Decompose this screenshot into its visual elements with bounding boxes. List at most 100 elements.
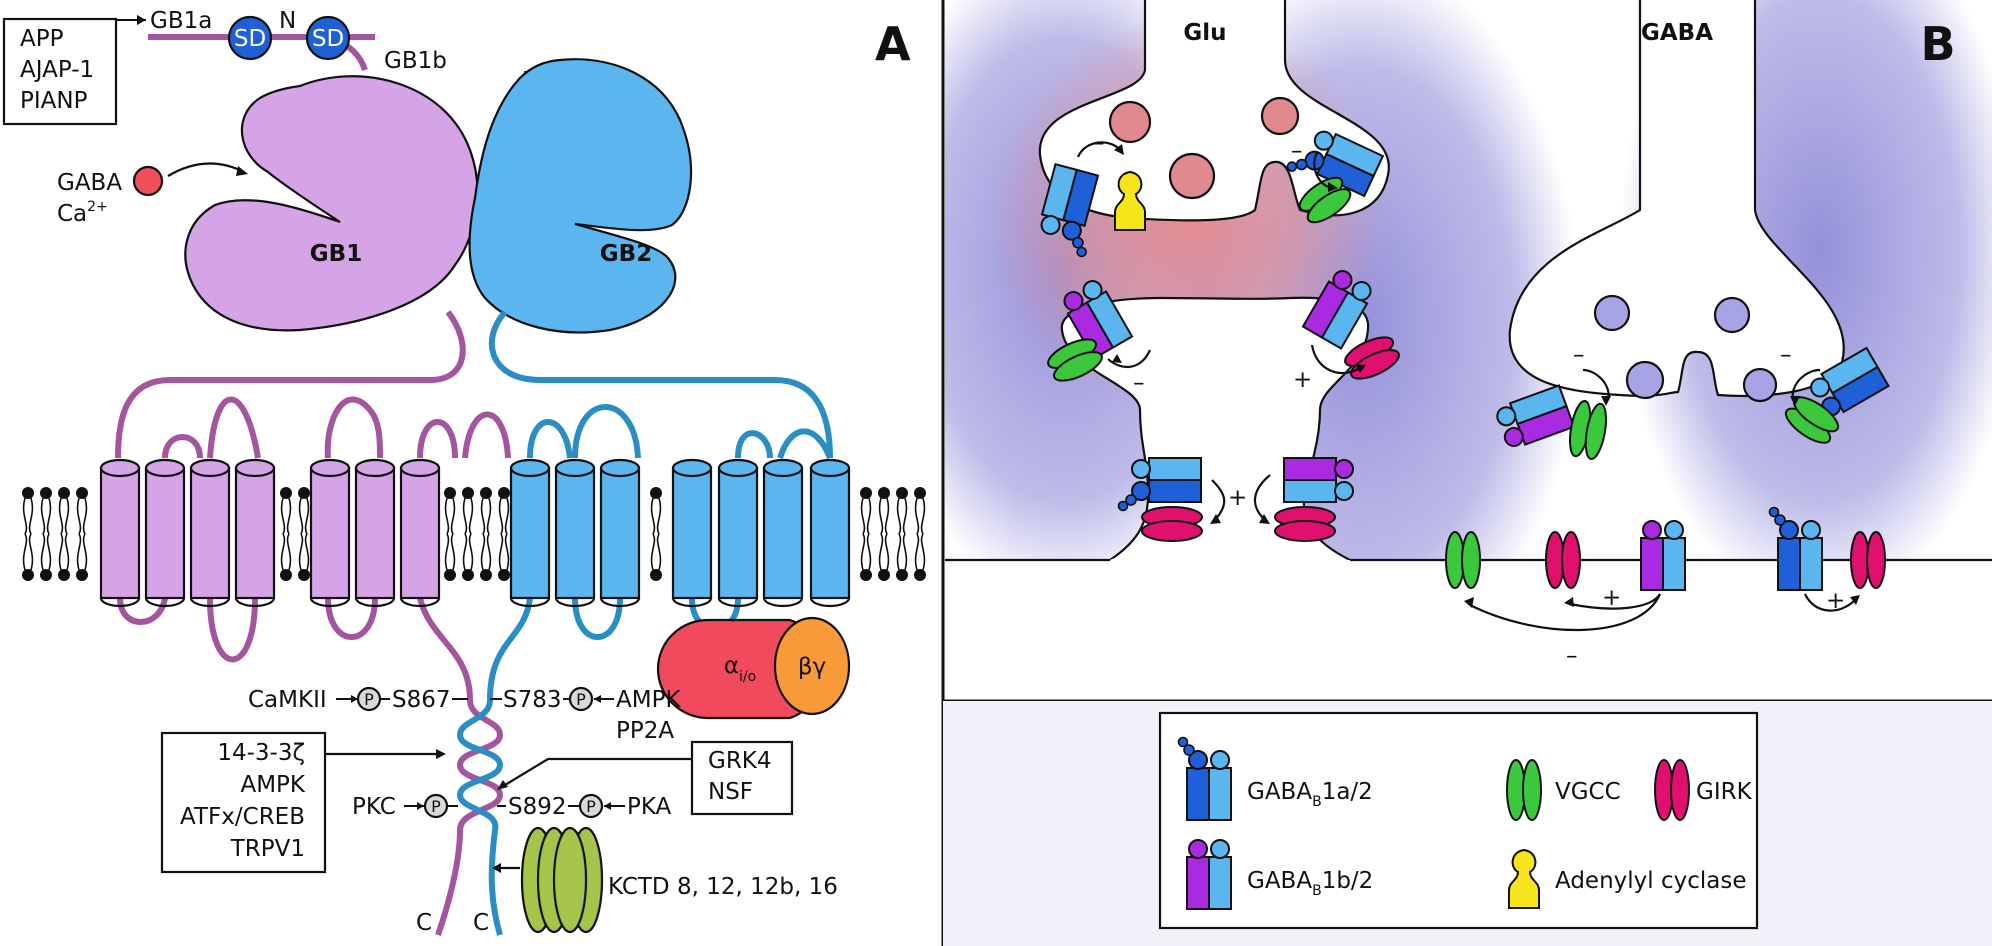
p-s783-label: P bbox=[576, 690, 586, 709]
glu-vesicle-2 bbox=[1260, 96, 1300, 136]
receptor-dendrite-1b-gb2 bbox=[1662, 537, 1686, 591]
gb1-vft bbox=[184, 75, 479, 332]
receptor-dendrite-1a-sd1 bbox=[1774, 514, 1786, 526]
arrowhead-post-girk-2 bbox=[1210, 514, 1221, 524]
lipid-tail-d-6 bbox=[450, 533, 456, 571]
panel-b-arrowheads bbox=[1112, 144, 1860, 608]
receptor-post-bottom-left bbox=[1117, 457, 1202, 512]
lipid-tail-c-3 bbox=[76, 533, 82, 571]
gb1-tm2-cap bbox=[144, 458, 186, 478]
receptor-post-bottom-right-vft1 bbox=[1334, 459, 1354, 479]
lipid-tail-c-4 bbox=[280, 533, 286, 571]
g-betagamma-label: βγ bbox=[798, 654, 826, 680]
receptor-dendrite-1b bbox=[1640, 520, 1686, 591]
receptor-dendrite-1a-vft2 bbox=[1801, 520, 1821, 540]
vgcc-dendrite bbox=[1445, 531, 1481, 589]
lipid-tail-a-12 bbox=[878, 497, 884, 535]
lipid-tail-c-10 bbox=[650, 533, 656, 571]
p-s892-label: P bbox=[586, 797, 596, 816]
sign-minus-5: – bbox=[1780, 342, 1792, 368]
glu-vesicle-3 bbox=[1168, 152, 1216, 200]
pka-label: PKA bbox=[627, 794, 672, 820]
gb1-tm6-base bbox=[354, 597, 396, 608]
receptor-glu-pre-left-sd1 bbox=[1072, 236, 1084, 249]
girk-post-bottom-right-half-b bbox=[1274, 520, 1336, 542]
lipid-head-top-4 bbox=[280, 487, 292, 499]
sign-plus-1: + bbox=[1293, 367, 1312, 393]
lipid-tail-b-0 bbox=[28, 497, 34, 535]
sign-minus-6: – bbox=[1566, 643, 1578, 669]
lipid-head-top-7 bbox=[462, 487, 474, 499]
legend-icon-gabab1a-sd1 bbox=[1183, 744, 1195, 756]
lipid-head-bottom-13 bbox=[896, 569, 908, 581]
legend-icon-gabab1b-vft1 bbox=[1188, 839, 1208, 859]
lipid-tail-a-13 bbox=[896, 497, 902, 535]
lipid-tail-a-8 bbox=[480, 497, 486, 535]
lipid-head-bottom-10 bbox=[650, 569, 662, 581]
gaba-vesicle-2 bbox=[1713, 296, 1751, 334]
lipid-tail-a-11 bbox=[860, 497, 866, 535]
lipid-tail-d-5 bbox=[304, 533, 310, 571]
gb1-il-1 bbox=[117, 597, 168, 625]
adenylyl-cyclase-glu-body bbox=[1114, 170, 1146, 231]
gb2-tm4-cap bbox=[671, 458, 713, 478]
lipid-tail-c-14 bbox=[914, 533, 920, 571]
ligand-app: APP bbox=[20, 26, 64, 52]
gb1-tm2-body bbox=[144, 466, 186, 600]
glu-label: Glu bbox=[1183, 20, 1226, 46]
g-betagamma bbox=[773, 616, 851, 716]
receptor-gaba-pre-left bbox=[1496, 384, 1576, 447]
receptor-post-bottom-right-gb2 bbox=[1283, 479, 1337, 503]
receptor-dendrite-1b-vft2 bbox=[1664, 520, 1684, 540]
lipid-tail-c-12 bbox=[878, 533, 884, 571]
panel-a-letter: A bbox=[875, 17, 911, 71]
legend-icon-gabab1a bbox=[1177, 736, 1232, 821]
lipid-tail-b-11 bbox=[866, 497, 872, 535]
gb1-tm3-base bbox=[189, 597, 231, 608]
lipid-head-bottom-14 bbox=[914, 569, 926, 581]
lipid-head-top-14 bbox=[914, 487, 926, 499]
legend-icon-adenylyl bbox=[1508, 848, 1540, 909]
girk-post-bottom-right bbox=[1274, 506, 1336, 542]
lipid-tail-c-13 bbox=[896, 533, 902, 571]
gb1-loop-4 bbox=[417, 419, 458, 459]
lipid-head-top-10 bbox=[650, 487, 662, 499]
lipid-tail-d-14 bbox=[920, 533, 926, 571]
gb2-loop-2 bbox=[572, 404, 641, 459]
lipid-head-top-9 bbox=[498, 487, 510, 499]
girk-post-bottom-left-half-b bbox=[1141, 520, 1203, 542]
receptor-dendrite-1b-gb1 bbox=[1640, 537, 1664, 591]
dendrite-shaft bbox=[945, 556, 1992, 699]
gb1-tm4-base bbox=[234, 597, 276, 608]
legend-icon-adenylyl-body bbox=[1508, 848, 1540, 909]
legend-icon-gabab1b bbox=[1186, 839, 1232, 910]
gaba-ligand-dot bbox=[132, 165, 164, 197]
gb2-tm2-base bbox=[554, 597, 596, 608]
s783-label: S783 bbox=[503, 687, 562, 713]
panel-b-letter: B bbox=[1920, 17, 1955, 71]
lipid-head-top-2 bbox=[58, 487, 70, 499]
gaba-vesicle-4 bbox=[1742, 367, 1778, 403]
ampk-label: AMPK bbox=[616, 687, 681, 713]
lipid-tail-b-4 bbox=[286, 497, 292, 535]
lipid-head-top-8 bbox=[480, 487, 492, 499]
gb1-tm1-body bbox=[99, 466, 141, 600]
receptor-dendrite-1a-gb2 bbox=[1799, 537, 1823, 591]
lipid-tail-b-5 bbox=[304, 497, 310, 535]
lipid-head-top-6 bbox=[444, 487, 456, 499]
receptor-post-bottom-left-gb1 bbox=[1148, 479, 1202, 503]
gb1-tm7-base bbox=[399, 597, 441, 608]
lipid-tail-c-9 bbox=[498, 533, 504, 571]
receptor-post-bottom-left-vft2 bbox=[1131, 459, 1151, 479]
nsf-label: NSF bbox=[708, 779, 753, 805]
sd-domain-1 bbox=[227, 15, 273, 61]
vgcc-post-left-half-b bbox=[1053, 351, 1103, 382]
lipid-head-top-13 bbox=[896, 487, 908, 499]
arrow-post-girk-2 bbox=[1211, 479, 1226, 521]
gaba-label: GABA bbox=[57, 170, 122, 196]
girk-dendrite-1 bbox=[1545, 531, 1581, 589]
glu-postsynaptic-outline bbox=[1060, 296, 1370, 561]
receptor-post-bottom-left-vft1 bbox=[1131, 481, 1151, 501]
sign-minus-3: – bbox=[1133, 370, 1145, 396]
arrowhead-den-vgcc bbox=[1464, 597, 1474, 608]
